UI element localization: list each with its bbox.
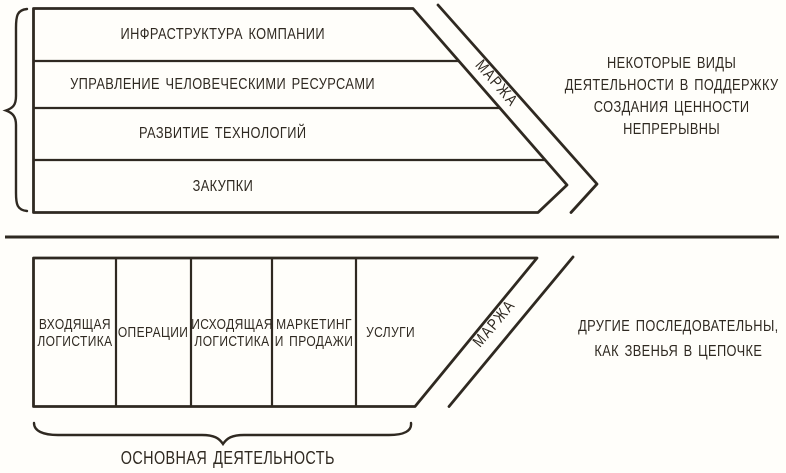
support-left-brace xyxy=(2,7,29,213)
support-annotation-line: ДЕЯТЕЛЬНОСТИ В ПОДДЕРЖКУ xyxy=(565,77,779,94)
support-row-label: РАЗВИТИЕ ТЕХНОЛОГИЙ xyxy=(139,125,307,142)
support-row-technology: РАЗВИТИЕ ТЕХНОЛОГИЙ xyxy=(33,108,413,160)
primary-box-services: УСЛУГИ xyxy=(366,324,416,341)
primary-bottom-brace xyxy=(32,421,413,447)
primary-box-marketing-sales: МАРКЕТИНГ И ПРОДАЖИ xyxy=(274,315,354,350)
support-row-label: ИНФРАСТРУКТУРА КОМПАНИИ xyxy=(120,25,326,43)
primary-box-outbound-logistics: ИСХОДЯЩАЯ ЛОГИСТИКА xyxy=(190,315,273,350)
support-annotation: НЕКОТОРЫЕ ВИДЫ ДЕЯТЕЛЬНОСТИ В ПОДДЕРЖКУ … xyxy=(557,53,786,141)
primary-brace-label: ОСНОВНАЯ ДЕЯТЕЛЬНОСТЬ xyxy=(120,447,336,468)
primary-annotation-line: КАК ЗВЕНЬЯ В ЦЕПОЧКЕ xyxy=(594,343,763,360)
support-row-label: ЗАКУПКИ xyxy=(192,177,254,195)
support-row-infrastructure: ИНФРАСТРУКТУРА КОМПАНИИ xyxy=(33,8,413,61)
support-annotation-line: СОЗДАНИЯ ЦЕННОСТИ xyxy=(594,99,750,116)
support-row-hr: УПРАВЛЕНИЕ ЧЕЛОВЕЧЕСКИМИ РЕСУРСАМИ xyxy=(33,61,413,108)
margin-diagonal-bottom xyxy=(447,255,575,408)
support-arrow-outline xyxy=(32,7,569,214)
primary-box-inbound-logistics: ВХОДЯЩАЯ ЛОГИСТИКА xyxy=(36,315,113,350)
support-annotation-line: НЕПРЕРЫВНЫ xyxy=(623,121,721,138)
primary-trapezoid-outline xyxy=(32,256,539,408)
support-annotation-line: НЕКОТОРЫЕ ВИДЫ xyxy=(607,55,737,72)
primary-annotation: ДРУГИЕ ПОСЛЕДОВАТЕЛЬНЫ, КАК ЗВЕНЬЯ В ЦЕП… xyxy=(560,314,786,364)
support-row-procurement: ЗАКУПКИ xyxy=(33,160,413,213)
support-row-label: УПРАВЛЕНИЕ ЧЕЛОВЕЧЕСКИМИ РЕСУРСАМИ xyxy=(70,75,376,93)
primary-box-operations: ОПЕРАЦИИ xyxy=(118,324,189,341)
primary-annotation-line: ДРУГИЕ ПОСЛЕДОВАТЕЛЬНЫ, xyxy=(577,318,779,335)
margin-chevron-top xyxy=(436,3,599,214)
